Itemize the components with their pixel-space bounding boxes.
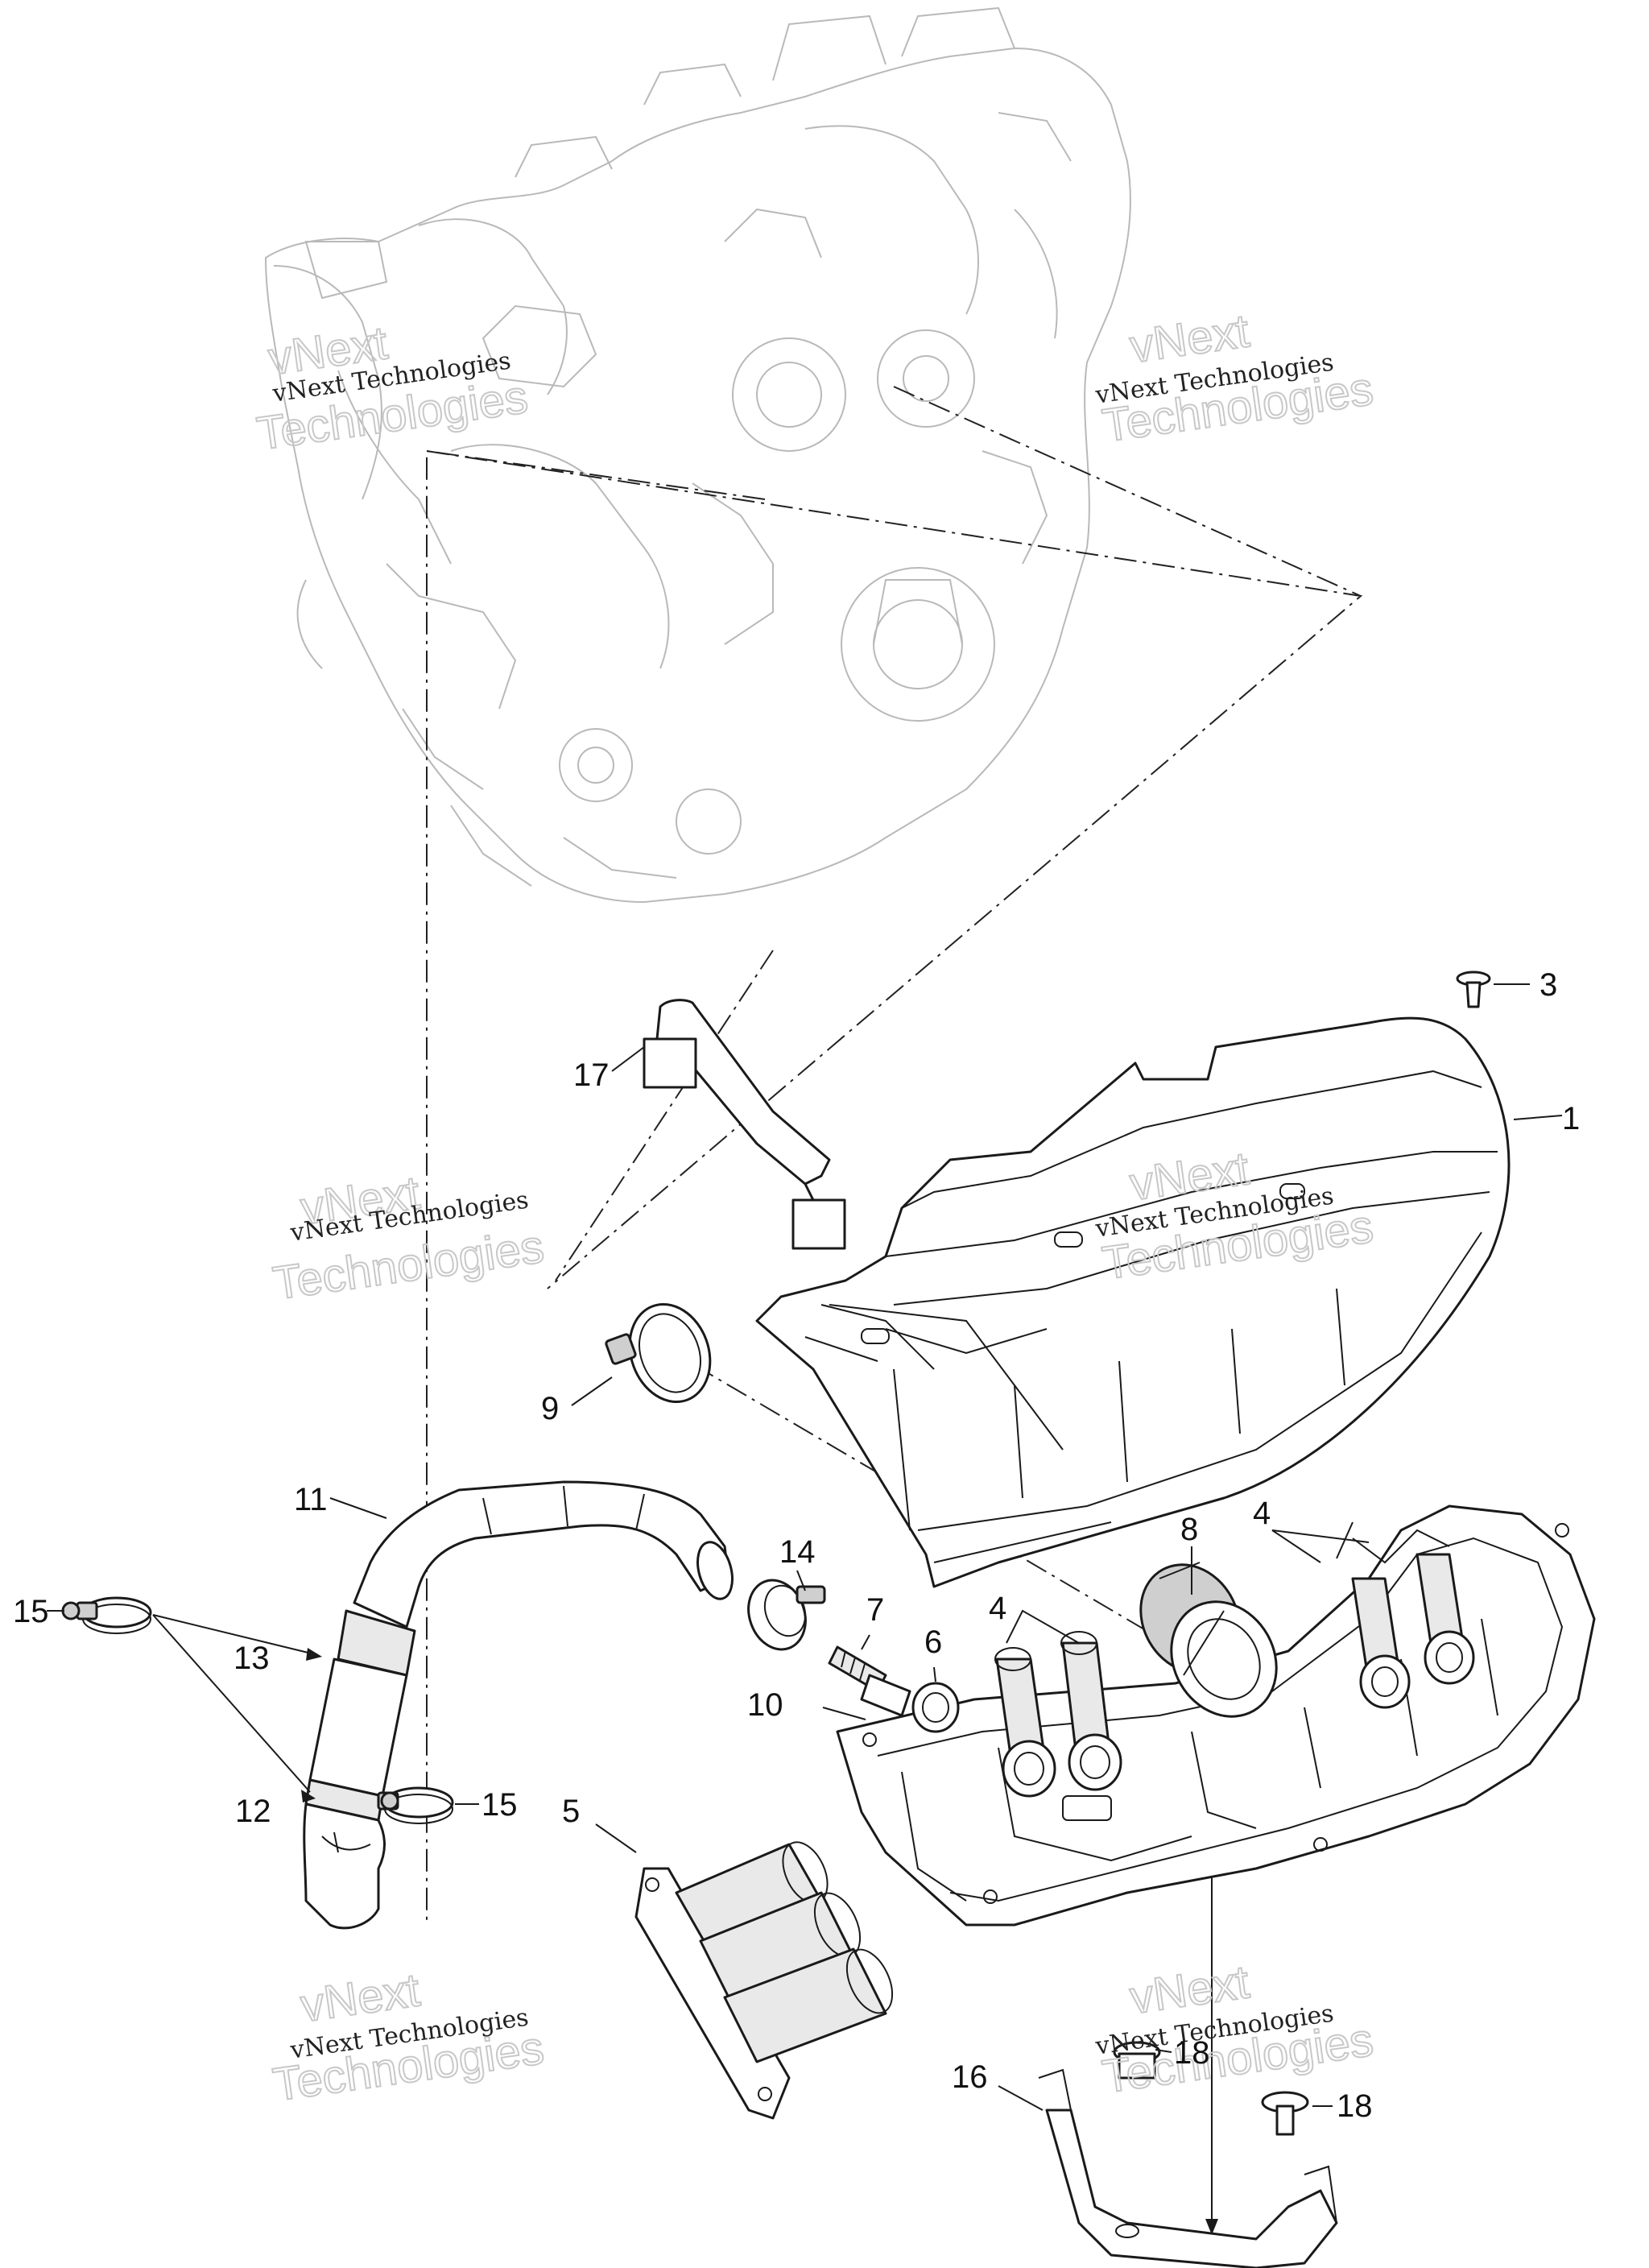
callout-13: 13 bbox=[234, 1641, 270, 1676]
callout-15-right: 15 bbox=[481, 1787, 518, 1823]
air-filter-part-5 bbox=[634, 1841, 894, 2120]
callout-18-upper: 18 bbox=[1174, 2035, 1210, 2071]
callout-18-lower: 18 bbox=[1337, 2088, 1373, 2124]
callout-labels: 3 1 17 9 11 14 8 4 15 7 4 6 13 10 12 15 … bbox=[13, 967, 1580, 2124]
watermark: vNext Technologies vNext Technologies bbox=[1093, 1955, 1378, 2104]
callout-10: 10 bbox=[747, 1687, 783, 1723]
callout-14: 14 bbox=[779, 1534, 816, 1570]
airbox-cover-part-1 bbox=[755, 1016, 1511, 1588]
callout-5: 5 bbox=[562, 1794, 580, 1829]
watermark: vNext Technologies vNext Technologies bbox=[253, 316, 531, 461]
callout-4-right: 4 bbox=[1253, 1496, 1271, 1531]
intake-tubes-part-4 bbox=[994, 1529, 1475, 1798]
callout-8: 8 bbox=[1180, 1512, 1198, 1547]
callout-leaders bbox=[47, 983, 1563, 2111]
hose-clamp-part-14 bbox=[747, 1579, 826, 1651]
assembly-leader-lines bbox=[426, 386, 1363, 2235]
retaining-strap-part-17 bbox=[643, 999, 846, 1250]
watermark: vNext Technologies vNext Technologies bbox=[1093, 304, 1378, 453]
callout-16: 16 bbox=[952, 2059, 988, 2095]
callout-7: 7 bbox=[866, 1592, 884, 1628]
callout-4-center: 4 bbox=[989, 1591, 1006, 1626]
hose-clamp-part-9 bbox=[605, 1302, 712, 1404]
callout-11: 11 bbox=[294, 1482, 328, 1517]
callout-1: 1 bbox=[1562, 1101, 1580, 1136]
hose-clamps-part-15 bbox=[61, 1596, 454, 1824]
callout-3: 3 bbox=[1539, 967, 1557, 1003]
callout-12: 12 bbox=[235, 1794, 271, 1829]
intake-boot-part-8 bbox=[1139, 1562, 1278, 1718]
bracket-part-16 bbox=[1038, 2068, 1338, 2268]
push-pins-part-18 bbox=[1113, 2041, 1309, 2136]
watermark: vNext Technologies vNext Technologies bbox=[269, 1165, 548, 1310]
grommet-part-6 bbox=[911, 1682, 960, 1733]
intake-hose-assembly bbox=[303, 1480, 734, 1930]
screw-part-3 bbox=[1456, 971, 1491, 1008]
callout-17: 17 bbox=[573, 1057, 610, 1093]
callout-9: 9 bbox=[541, 1391, 559, 1426]
callout-6: 6 bbox=[924, 1624, 942, 1660]
watermark: vNext Technologies vNext Technologies bbox=[269, 1963, 548, 2112]
engine-ghost-illustration bbox=[264, 6, 1131, 904]
breather-fitting-part-7 bbox=[828, 1645, 911, 1717]
callout-15-left: 15 bbox=[13, 1594, 49, 1629]
